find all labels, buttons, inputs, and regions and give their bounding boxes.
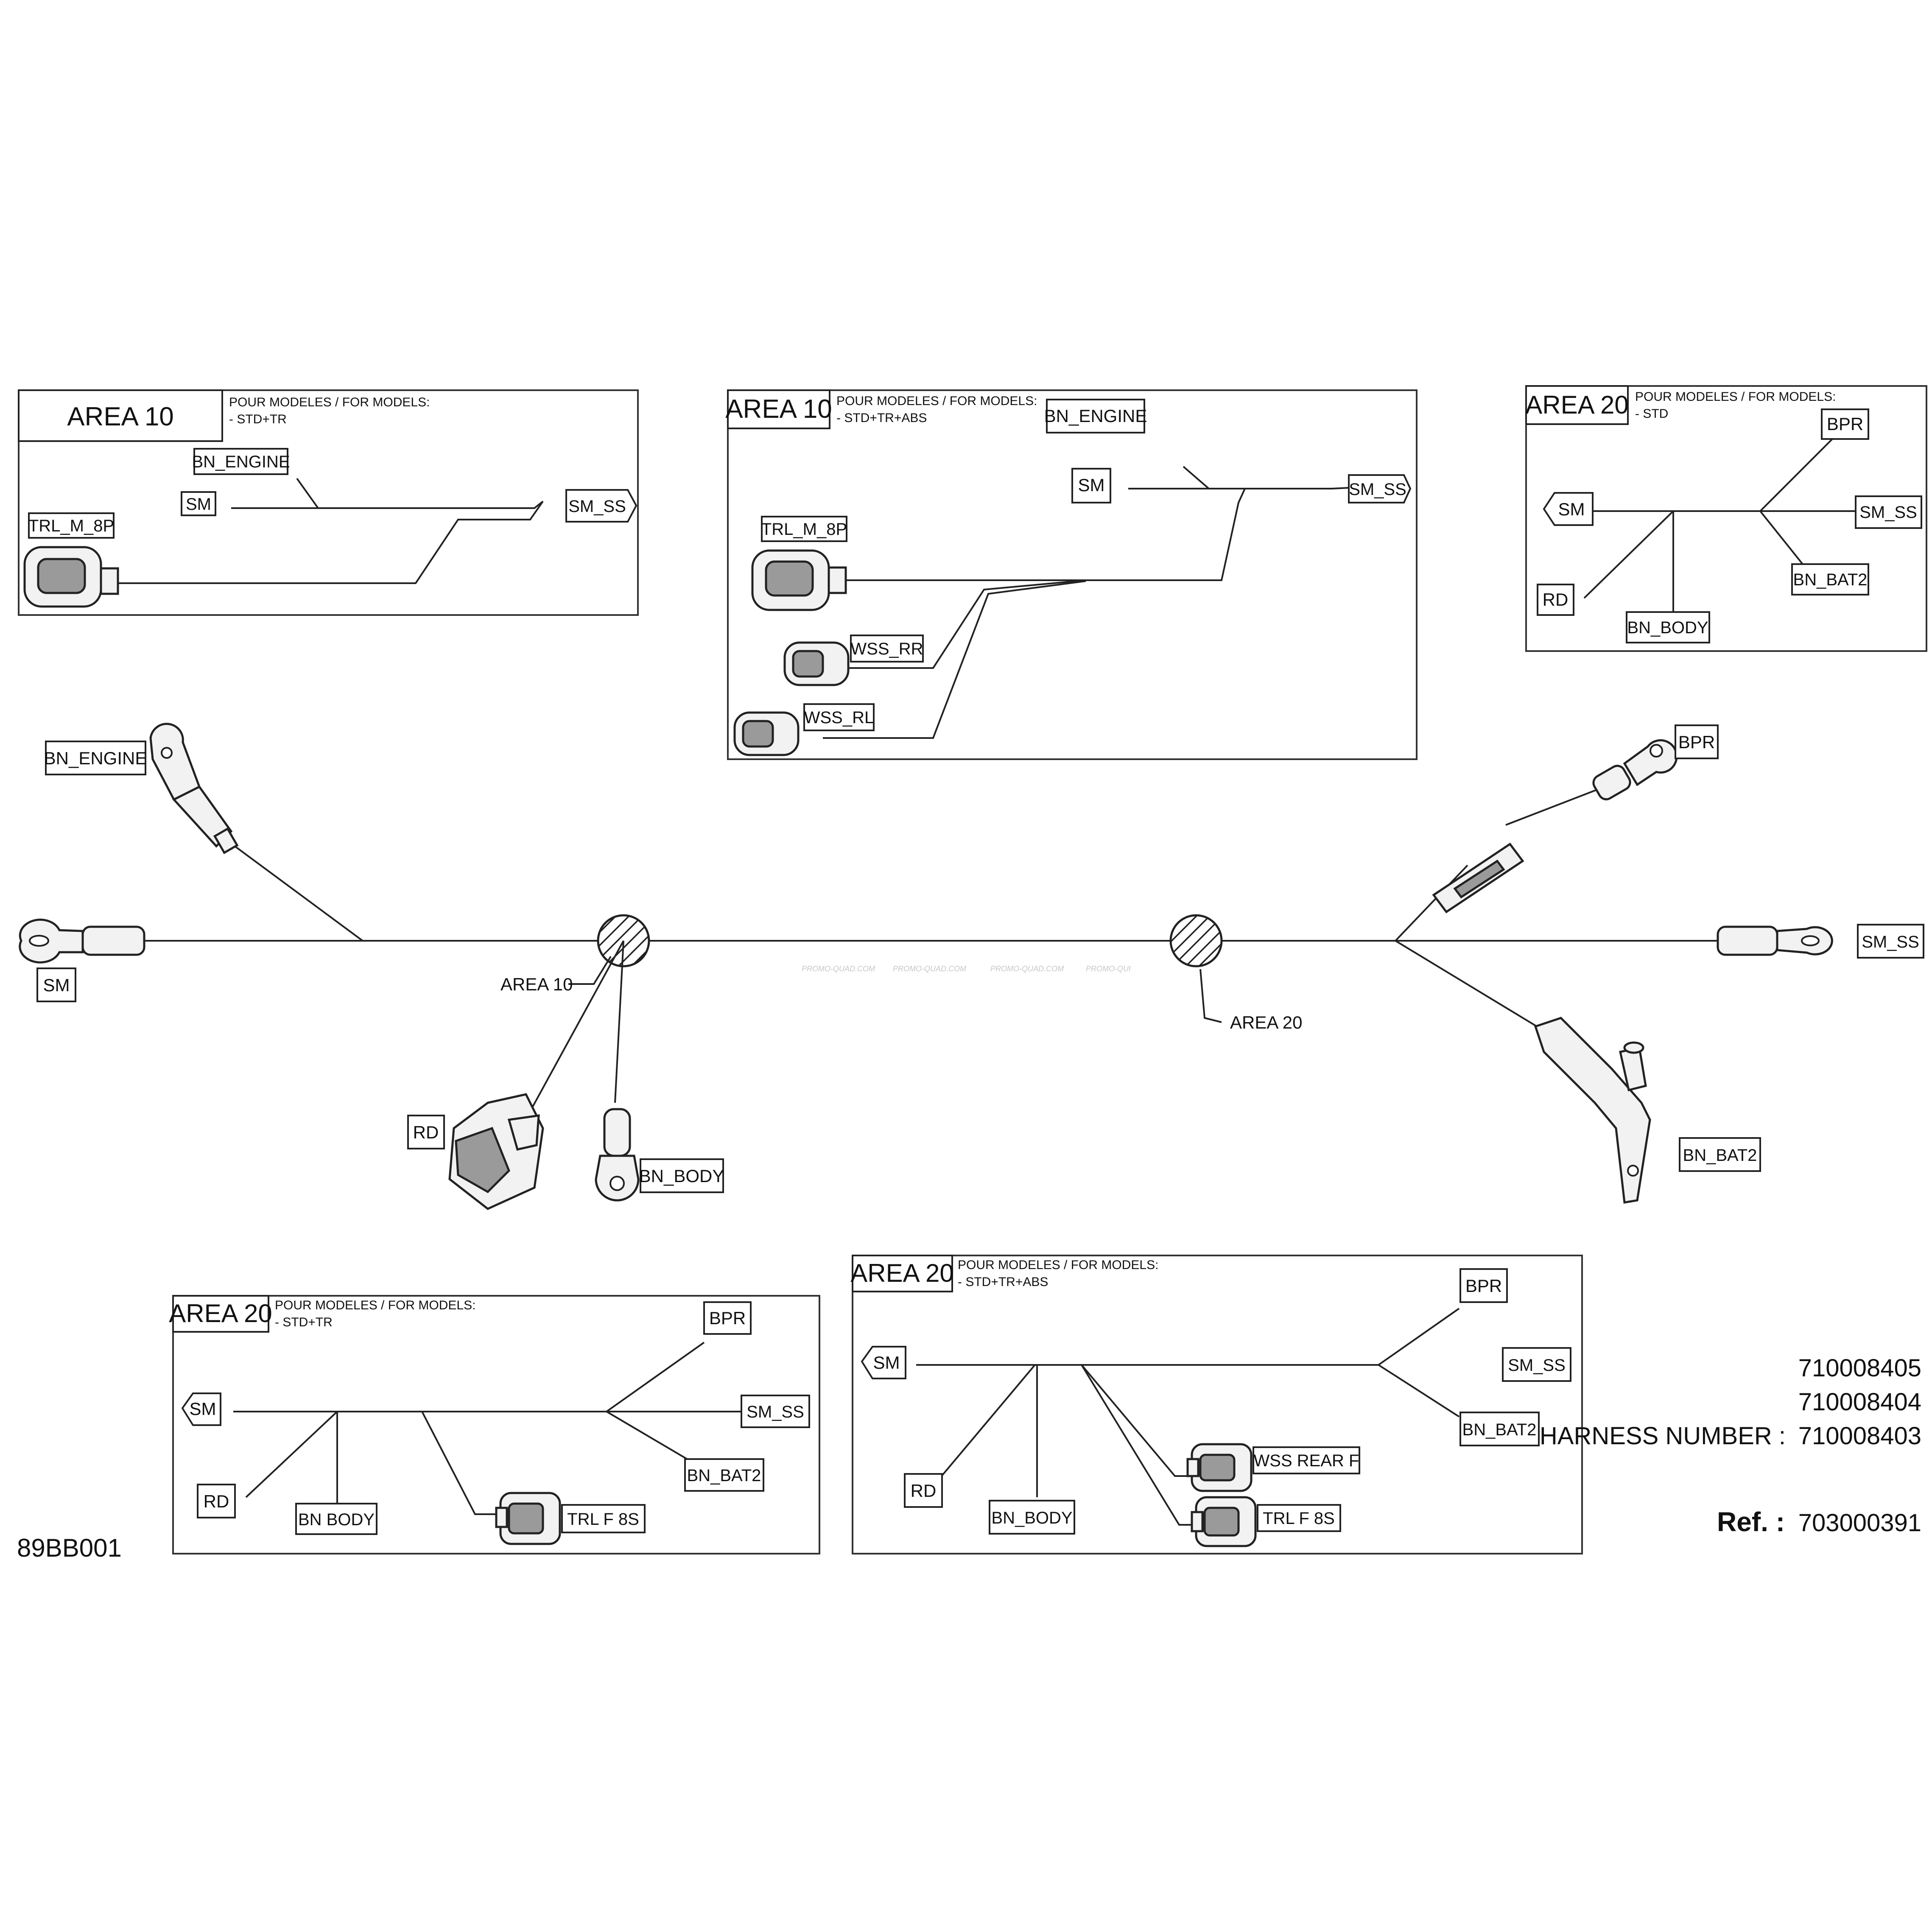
inset-models-line2: - STD — [1635, 407, 1668, 421]
label-sm: SM — [190, 1399, 216, 1419]
ref-label: Ref. : — [1717, 1507, 1785, 1537]
label-bpr: BPR — [1678, 732, 1715, 752]
watermark-text: PROMO-QUAD.COM — [802, 965, 875, 973]
rd-connector-icon — [448, 1093, 544, 1210]
area20-marker — [1169, 914, 1223, 967]
inset-models-line1: POUR MODELES / FOR MODELS: — [958, 1258, 1158, 1272]
diagram-code: 89BB001 — [17, 1534, 122, 1562]
inset-models-line2: - STD+TR — [275, 1315, 333, 1329]
watermark-text: PROMO-QUI — [1086, 965, 1131, 973]
sm-ss-terminal-icon — [1717, 925, 1833, 956]
connector-trl-icon — [23, 546, 119, 608]
harness-number-main: 710008403 — [1798, 1422, 1921, 1450]
label-trl-m-8p: TRL_M_8P — [761, 520, 847, 539]
bn-body-terminal-icon — [595, 1108, 640, 1202]
bn-engine-terminal-icon — [149, 723, 239, 854]
label-area20: AREA 20 — [1230, 1012, 1302, 1032]
inset-area20-std-tr: AREA 20 POUR MODELES / FOR MODELS: - STD… — [169, 1295, 820, 1555]
label-bpr: BPR — [709, 1308, 746, 1328]
label-bn-body: BN_BODY — [639, 1166, 724, 1186]
inset-models-line2: - STD+TR+ABS — [958, 1275, 1048, 1289]
label-rd: RD — [204, 1491, 229, 1511]
label-bn-engine: BN_ENGINE — [192, 453, 290, 471]
label-sm: SM — [43, 975, 70, 995]
label-bpr: BPR — [1827, 414, 1863, 434]
connector-wss-rr-icon — [783, 641, 850, 686]
inset-title: AREA 20 — [1525, 391, 1629, 419]
label-wss-rr: WSS_RR — [850, 640, 923, 658]
label-trl-f-8s: TRL F 8S — [567, 1510, 639, 1529]
label-sm: SM — [873, 1353, 900, 1373]
harness-number-alt-2: 710008404 — [1798, 1388, 1921, 1416]
inset-models-line2: - STD+TR+ABS — [836, 411, 927, 425]
connector-trl-f-8s-icon — [495, 1492, 561, 1545]
label-rd: RD — [1543, 590, 1569, 610]
label-bn-engine: BN_ENGINE — [44, 748, 147, 768]
bn-bat2-terminal-icon — [1534, 1017, 1651, 1204]
label-rd: RD — [413, 1122, 439, 1142]
inset-title: AREA 20 — [169, 1299, 272, 1328]
inset-title: AREA 10 — [725, 394, 832, 424]
inset-models-line2: - STD+TR — [229, 412, 287, 426]
harness-number-label: HARNESS NUMBER : — [1540, 1422, 1786, 1450]
watermark-text: PROMO-QUAD.COM — [893, 965, 966, 973]
inset-models-line1: POUR MODELES / FOR MODELS: — [836, 394, 1037, 408]
inset-area10-std-tr-abs: AREA 10 POUR MODELES / FOR MODELS: - STD… — [725, 389, 1418, 760]
main-harness: BN_ENGINE SM AREA 10 RD BN_BODY — [19, 723, 1924, 1210]
inset-title: AREA 10 — [67, 402, 174, 431]
label-bpr: BPR — [1465, 1276, 1502, 1296]
label-wss-rear-f: WSS REAR F — [1254, 1451, 1359, 1470]
label-sm-ss: SM_SS — [1862, 933, 1919, 951]
label-bn-bat2: BN_BAT2 — [1683, 1146, 1757, 1165]
inset-models-line1: POUR MODELES / FOR MODELS: — [229, 395, 430, 409]
label-rd: RD — [911, 1481, 937, 1501]
inset-area10-std-tr: AREA 10 POUR MODELES / FOR MODELS: - STD… — [18, 389, 639, 616]
inset-area20-std-tr-abs: AREA 20 POUR MODELES / FOR MODELS: - STD… — [850, 1255, 1583, 1555]
label-sm-ss: SM_SS — [1349, 480, 1406, 499]
connector-trl-icon — [751, 549, 847, 611]
label-sm-ss: SM_SS — [1859, 503, 1917, 522]
label-sm-ss: SM_SS — [1508, 1356, 1566, 1375]
label-area10: AREA 10 — [500, 974, 573, 994]
label-bn-bat2: BN_BAT2 — [1793, 570, 1868, 589]
connector-wss-rear-icon — [1186, 1443, 1253, 1492]
label-trl-f-8s: TRL F 8S — [1263, 1509, 1335, 1528]
inset-area20-std: AREA 20 POUR MODELES / FOR MODELS: - STD… — [1525, 385, 1927, 652]
ref-value: 703000391 — [1798, 1509, 1921, 1537]
bpr-terminal-icon — [1592, 739, 1678, 800]
label-bn-bat2: BN_BAT2 — [1462, 1420, 1537, 1439]
label-trl-m-8p: TRL_M_8P — [28, 517, 114, 535]
connector-trl-f-8s-icon — [1191, 1496, 1257, 1547]
label-bn-bat2: BN_BAT2 — [687, 1466, 761, 1485]
label-sm-ss: SM_SS — [568, 497, 626, 516]
label-bn-body: BN_BODY — [991, 1509, 1072, 1527]
bpr-fuse-holder-icon — [1432, 842, 1524, 914]
label-sm: SM — [186, 495, 211, 514]
watermark-text: PROMO-QUAD.COM — [990, 965, 1064, 973]
label-bn-body: BN_BODY — [1627, 618, 1708, 637]
label-sm: SM — [1558, 499, 1585, 519]
inset-models-line1: POUR MODELES / FOR MODELS: — [275, 1298, 475, 1312]
connector-wss-rl-icon — [733, 711, 800, 756]
label-sm: SM — [1078, 475, 1105, 495]
inset-models-line1: POUR MODELES / FOR MODELS: — [1635, 390, 1836, 404]
label-bn-body: BN BODY — [298, 1510, 375, 1529]
label-wss-rl: WSS_RL — [804, 708, 874, 727]
harness-number-alt-1: 710008405 — [1798, 1354, 1921, 1382]
sm-terminal-icon — [19, 918, 145, 964]
inset-title: AREA 20 — [850, 1259, 954, 1287]
label-sm-ss: SM_SS — [747, 1403, 804, 1421]
label-bn-engine: BN_ENGINE — [1044, 406, 1147, 426]
